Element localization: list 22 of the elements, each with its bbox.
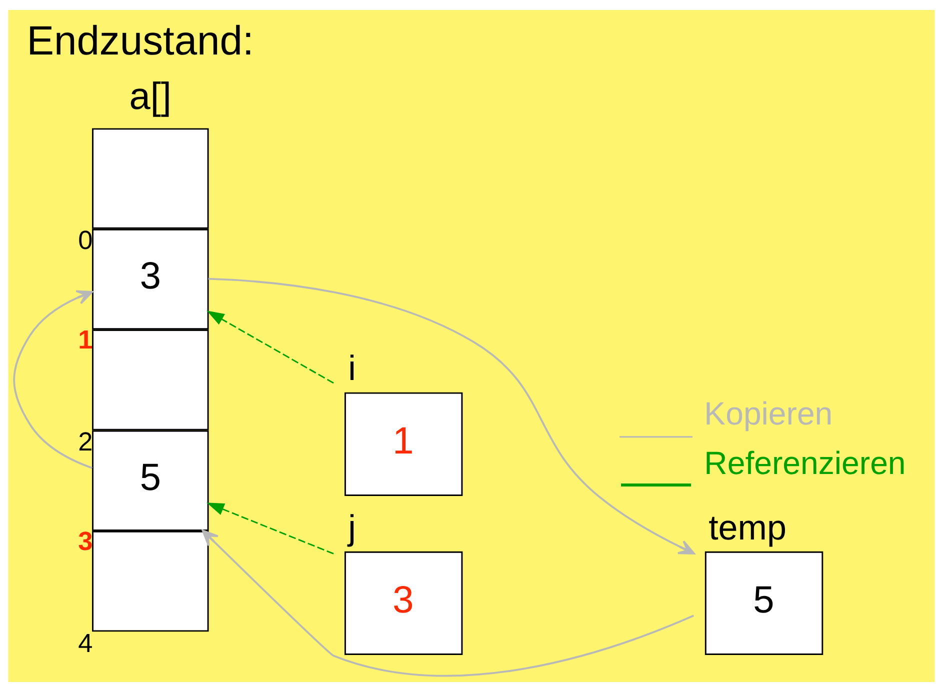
node-label: 3: [78, 525, 93, 556]
diagram-title: Endzustand:: [26, 16, 254, 63]
node-label: 1: [78, 324, 93, 354]
node-label: j: [348, 508, 356, 547]
arrow: [208, 277, 695, 554]
arrow: [206, 310, 334, 384]
arrow: [206, 502, 334, 554]
node-label: 0: [78, 224, 93, 255]
node-label: 4: [78, 627, 93, 658]
node-label: temp: [708, 508, 786, 547]
node-label: 2: [78, 426, 93, 456]
node-box: 5: [92, 430, 209, 530]
legend-label: Referenzieren: [704, 444, 906, 481]
node-box: [92, 128, 209, 228]
arrow: [13, 290, 94, 468]
label: a[]: [129, 75, 172, 118]
legend-label: Kopieren: [704, 395, 833, 432]
node-box: [92, 530, 209, 632]
arrow: [202, 529, 694, 676]
node-box: 3: [92, 228, 209, 330]
node-label: i: [348, 348, 356, 388]
node-box: [92, 329, 209, 430]
